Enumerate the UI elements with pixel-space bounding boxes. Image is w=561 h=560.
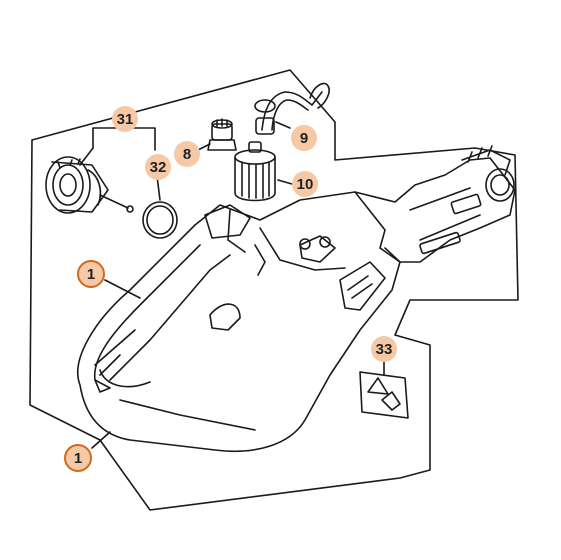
leader-32-to-oring (156, 175, 161, 201)
plug-part (207, 118, 237, 151)
leader-9 (275, 121, 291, 129)
leader-31-to-filter (79, 147, 94, 166)
callout-1-upper: 1 (77, 260, 105, 288)
o-ring-part (142, 201, 178, 239)
callout-9: 9 (291, 125, 317, 151)
group-boundary-outline (29, 69, 519, 511)
leader-8 (197, 143, 211, 151)
leader-1-lower (91, 431, 111, 449)
leader-10 (277, 179, 293, 185)
rear-mount-part (354, 145, 516, 263)
callout-31: 31 (112, 106, 138, 132)
callout-1-lower: 1 (64, 444, 92, 472)
leader-1-upper (104, 279, 141, 299)
callout-8: 8 (174, 141, 200, 167)
fuel-filter-part (234, 141, 276, 202)
callout-32: 32 (145, 154, 171, 180)
warning-label-part (359, 371, 409, 419)
callout-10: 10 (292, 171, 318, 197)
callout-33: 33 (371, 336, 397, 362)
fuel-hose-part (254, 82, 330, 135)
intake-filter-part (45, 156, 134, 214)
main-housing-part (77, 191, 401, 453)
